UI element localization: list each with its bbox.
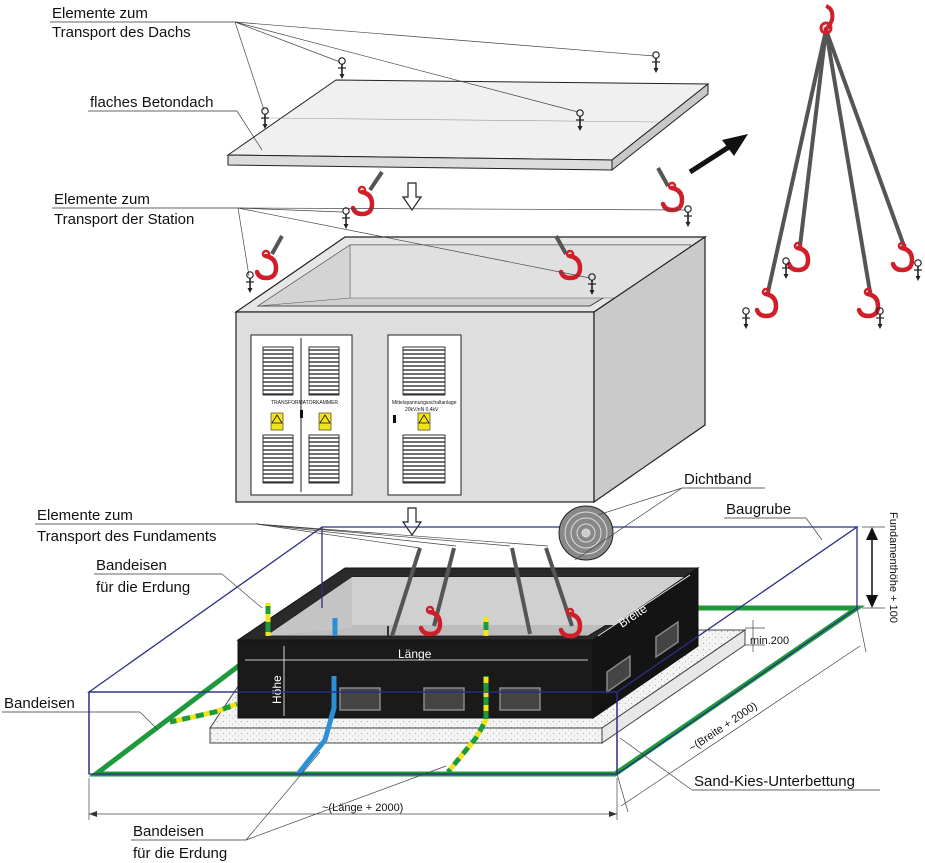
label-bandeisen-erdung-top-2: für die Erdung <box>96 579 190 596</box>
arrow-diagonal-icon <box>688 134 748 175</box>
warning-sign-icon <box>270 412 431 431</box>
dimension-min200: min.200 <box>750 635 789 647</box>
transformer-chamber-door: TRANSFORMATORKAMMER <box>250 334 353 496</box>
label-baugrube: Baugrube <box>724 501 823 541</box>
label-dach-transport: Elemente zum Transport des Dachs <box>50 5 655 113</box>
dimension-laenge-2000: ~(Länge + 2000) <box>322 802 403 814</box>
dimension-hoehe: Höhe <box>270 675 284 704</box>
label-bandeisen: Bandeisen <box>2 695 159 731</box>
label-dach-transport-1: Elemente zum <box>52 5 148 22</box>
label-fund-transport-1: Elemente zum <box>37 507 133 524</box>
label-station-transport-2: Transport der Station <box>54 211 194 228</box>
dimension-lines <box>88 526 885 820</box>
label-station-transport: Elemente zum Transport der Station <box>52 191 687 279</box>
label-dichtband-text: Dichtband <box>684 471 752 488</box>
lifting-sling <box>766 4 906 293</box>
label-fund-transport: Elemente zum Transport des Fundaments <box>35 507 549 549</box>
label-baugrube-text: Baugrube <box>726 501 791 518</box>
dimension-laenge: Länge <box>398 647 432 661</box>
label-betondach: flaches Betondach <box>88 94 263 151</box>
label-bandeisen-erdung-bot: Bandeisen für die Erdung <box>131 751 447 862</box>
label-dichtband: Dichtband <box>574 471 765 561</box>
door-right-label-1: Mittelspannungsschaltanlage <box>392 400 457 406</box>
concrete-roof <box>226 79 710 172</box>
label-sand-kies: Sand-Kies-Unterbettung <box>619 737 880 791</box>
door-left-label: TRANSFORMATORKAMMER <box>271 400 338 406</box>
label-betondach-text: flaches Betondach <box>90 94 213 111</box>
label-dach-transport-2: Transport des Dachs <box>52 24 191 41</box>
label-bandeisen-erdung-top: Bandeisen für die Erdung <box>94 557 263 609</box>
sealing-tape-roll-icon <box>558 505 614 561</box>
arrow-down-icon <box>401 182 423 537</box>
door-right-label-2: 20kV/nN 0,4kV <box>405 407 439 413</box>
crane-hook-icon <box>257 167 682 278</box>
crane-hook-icon <box>757 243 912 316</box>
label-bandeisen-erdung-bot-1: Bandeisen <box>133 823 204 840</box>
label-bandeisen-erdung-bot-2: für die Erdung <box>133 845 227 862</box>
label-sand-kies-text: Sand-Kies-Unterbettung <box>694 773 855 790</box>
label-bandeisen-text: Bandeisen <box>4 695 75 712</box>
label-fund-transport-2: Transport des Fundaments <box>37 528 217 545</box>
label-bandeisen-erdung-top-1: Bandeisen <box>96 557 167 574</box>
label-station-transport-1: Elemente zum <box>54 191 150 208</box>
dimension-fundamenthoehe: Fundamenthöhe + 100 <box>887 512 899 623</box>
dimension-breite-2000: ~(Breite + 2000) <box>687 700 760 754</box>
